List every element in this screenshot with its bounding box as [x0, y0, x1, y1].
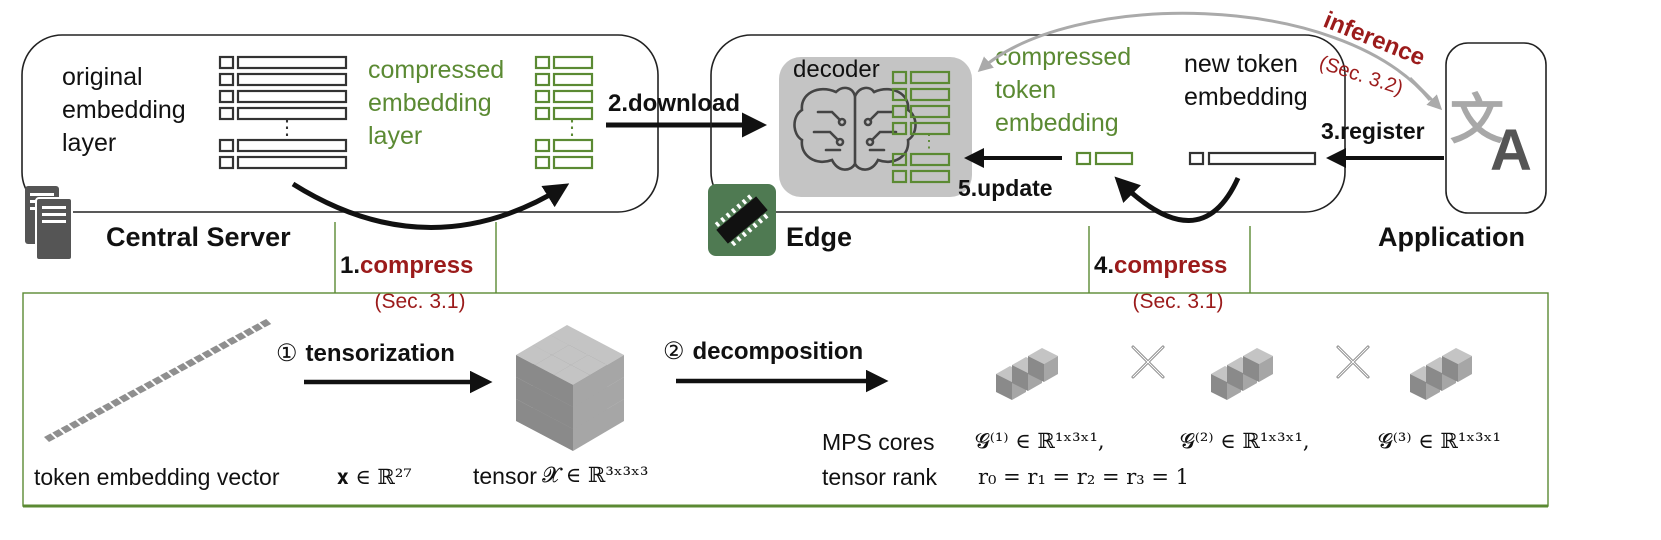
core2-math: 𝓖⁽²⁾ ∈ ℝ¹ˣ³ˣ¹, — [1180, 429, 1310, 453]
vector-segment — [251, 323, 263, 332]
vector-segment — [93, 407, 106, 416]
vector-math: 𝐱 ∈ ℝ²⁷ — [337, 465, 412, 489]
mps-cores-label: MPS cores — [822, 429, 934, 455]
server-icon — [25, 186, 73, 261]
vector-segment — [52, 429, 64, 438]
vector-segment — [218, 341, 230, 350]
vector-segment — [110, 398, 122, 407]
vector-segment — [102, 402, 114, 412]
original-embedding-layer: ⋮ — [218, 55, 348, 170]
svg-text:⋮: ⋮ — [277, 117, 297, 139]
new-token-label: new token embedding — [1184, 50, 1308, 111]
vector-segment — [209, 345, 222, 354]
compressed-token-label: compressed token embedding — [995, 43, 1138, 137]
chip-icon — [708, 184, 776, 256]
vector-segment — [135, 385, 147, 394]
mps-core-2 — [1211, 348, 1273, 400]
vector-segment — [176, 363, 189, 372]
vector-segment — [201, 349, 214, 359]
vector-label: token embedding vector — [34, 464, 280, 490]
step2-download-label: 2.download — [608, 90, 740, 117]
vector-segment — [193, 354, 205, 363]
application-box — [1445, 42, 1547, 214]
vector-segment — [44, 433, 56, 442]
tensor-cube — [516, 325, 624, 451]
multiply-icon — [1131, 345, 1165, 379]
compressed-token-embedding — [1075, 151, 1134, 166]
decoder-compressed-embedding: ⋮ — [891, 70, 951, 184]
step1-section-ref: (Sec. 3.1) — [374, 290, 465, 313]
vector-segment — [234, 332, 247, 341]
step5-update-label: 5.update — [958, 175, 1053, 201]
compress-arrow-edge — [1114, 176, 1241, 223]
decoder-label: decoder — [793, 56, 880, 83]
original-embedding-label: original embedding layer — [62, 63, 193, 157]
svg-text:⋮: ⋮ — [920, 131, 938, 151]
vector-segment — [60, 424, 73, 434]
vector-segment — [168, 367, 180, 376]
multiply-icon — [1336, 345, 1370, 379]
translate-icon: 文 A — [1450, 90, 1532, 183]
mps-core-1 — [996, 348, 1058, 400]
step1-compress-label: 1.compress — [340, 252, 473, 279]
step3-register-label: 3.register — [1321, 118, 1425, 144]
compressed-embedding-label: compressed embedding layer — [368, 56, 511, 150]
core3-math: 𝓖⁽³⁾ ∈ ℝ¹ˣ³ˣ¹ — [1378, 429, 1501, 453]
edge-title: Edge — [786, 222, 852, 252]
core1-math: 𝓖⁽¹⁾ ∈ ℝ¹ˣ³ˣ¹, — [975, 429, 1105, 453]
edge-box — [710, 34, 1346, 213]
vector-segment — [118, 393, 131, 403]
vector-segment — [77, 415, 89, 425]
vector-segment — [243, 327, 255, 337]
mps-core-3 — [1410, 348, 1472, 400]
vector-segment — [185, 358, 197, 368]
svg-text:⋮: ⋮ — [562, 117, 582, 139]
token-embedding-vector — [44, 318, 272, 442]
vector-segment — [160, 371, 172, 381]
compress-arrow-server — [291, 181, 570, 230]
vector-segment — [151, 376, 164, 385]
tensor-rank-label: tensor rank — [822, 464, 938, 490]
step4-compress-label: 4.compress — [1094, 252, 1227, 279]
compressed-embedding-layer: ⋮ — [534, 55, 594, 170]
central-server-title: Central Server — [106, 222, 291, 252]
svg-text:文: 文 — [1450, 90, 1504, 150]
vector-segment — [259, 318, 272, 328]
tensor-label: tensor — [473, 463, 537, 489]
vector-segment — [68, 420, 81, 429]
step4-section-ref: (Sec. 3.1) — [1132, 290, 1223, 313]
vector-segment — [143, 380, 156, 390]
vector-segment — [226, 336, 238, 346]
inference-arrow — [977, 11, 1432, 101]
tensor-math: 𝓧 ∈ ℝ³ˣ³ˣ³ — [542, 463, 648, 487]
tensor-rank-math: r₀ = r₁ = r₂ = r₃ = 1 — [978, 465, 1189, 489]
svg-text:A: A — [1490, 118, 1532, 183]
vector-segment — [126, 389, 139, 398]
new-token-embedding — [1188, 151, 1317, 166]
application-title: Application — [1378, 222, 1525, 252]
vector-segment — [85, 411, 97, 420]
